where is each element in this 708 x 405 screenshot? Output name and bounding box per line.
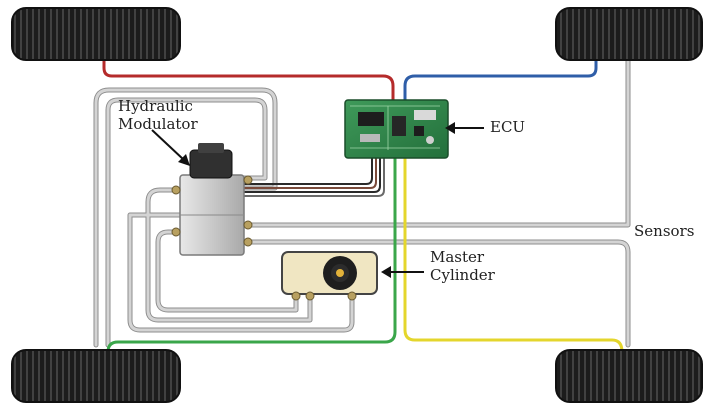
brake-lines: [93, 57, 631, 348]
label-sensors: Sensors: [634, 222, 695, 240]
sensor-wire-front-right: [403, 58, 598, 100]
sensor-wires: [102, 58, 624, 353]
hydraulic-modulator: [151, 129, 253, 256]
tire-icon: [555, 349, 703, 403]
modulator-pointer-arrow: [151, 129, 185, 161]
tire-icon: [11, 349, 181, 403]
tire-front-left: [11, 7, 181, 61]
tire-icon: [11, 7, 181, 61]
label-hydraulic-line2: Modulator: [118, 115, 198, 133]
label-hydraulic-line1: Hydraulic: [118, 97, 193, 115]
label-master-line1: Master: [430, 248, 485, 266]
label-master-cylinder: Master Cylinder: [430, 248, 495, 284]
master-cylinder-icon: [281, 251, 378, 301]
sensor-wire-rear-right: [403, 158, 624, 353]
tire-front-right: [555, 7, 703, 61]
circuit-board-icon: [344, 99, 449, 159]
label-ecu: ECU: [490, 118, 526, 136]
tire-rear-left: [11, 349, 181, 403]
ecu-harness: [240, 158, 385, 197]
tire-rear-right: [555, 349, 703, 403]
master-cylinder: [281, 251, 424, 301]
sensor-wire-front-left: [102, 58, 395, 100]
hydraulic-modulator-icon: [171, 143, 253, 256]
ecu-board: [344, 99, 484, 159]
label-master-line2: Cylinder: [430, 266, 495, 284]
tire-icon: [555, 7, 703, 61]
label-hydraulic-modulator: Hydraulic Modulator: [118, 97, 198, 133]
sensor-wire-rear-left: [106, 158, 397, 353]
